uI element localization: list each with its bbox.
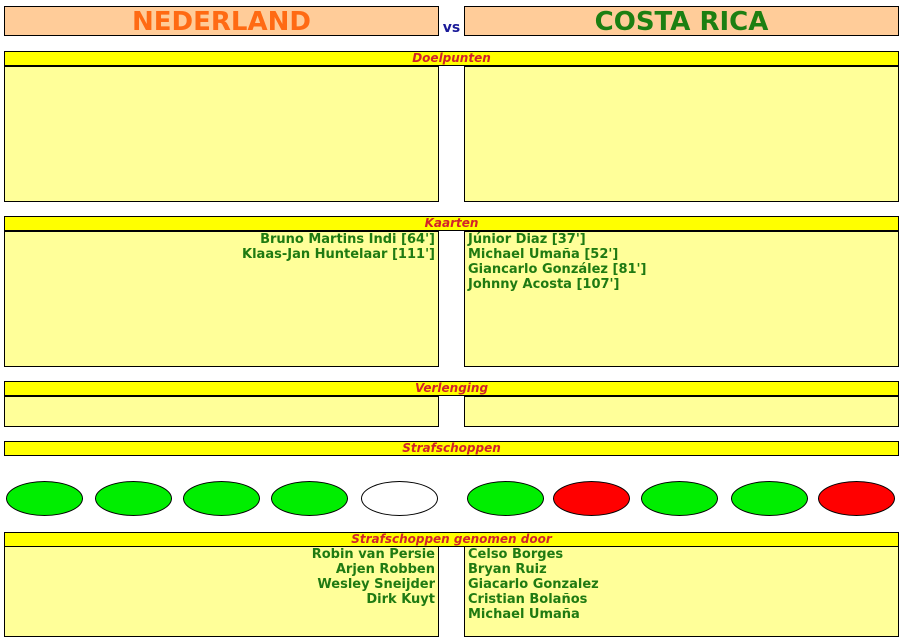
home-team-name: NEDERLAND: [4, 6, 439, 37]
away-penalty-4: [731, 481, 808, 516]
home-penalty-3: [183, 481, 260, 516]
home-penalty-taker: Wesley Sneijder: [317, 577, 435, 592]
penalties-header: Strafschoppen: [4, 441, 899, 456]
away-card-item: Giancarlo González [81']: [468, 262, 647, 277]
extra-time-header: Verlenging: [4, 381, 899, 396]
away-penalty-2: [553, 481, 630, 516]
away-penalty-1: [467, 481, 544, 516]
home-penalty-takers-box: Robin van Persie Arjen Robben Wesley Sne…: [4, 546, 439, 637]
home-card-item: Klaas-Jan Huntelaar [111']: [242, 247, 435, 262]
home-card-item: Bruno Martins Indi [64']: [260, 232, 435, 247]
home-penalty-1: [6, 481, 83, 516]
home-penalty-5: [361, 481, 438, 516]
away-penalty-3: [641, 481, 718, 516]
away-penalty-taker: Cristian Bolaños: [468, 592, 588, 607]
home-goals-box: [4, 66, 439, 202]
away-team-name: COSTA RICA: [464, 6, 899, 37]
away-extra-time-box: [464, 396, 899, 427]
home-cards-box: Bruno Martins Indi [64'] Klaas-Jan Hunte…: [4, 231, 439, 367]
away-card-item: Michael Umaña [52']: [468, 247, 619, 262]
home-penalty-taker: Robin van Persie: [311, 547, 435, 562]
away-penalty-5: [818, 481, 895, 516]
home-penalty-taker: Dirk Kuyt: [366, 592, 435, 607]
away-card-item: Johnny Acosta [107']: [468, 277, 620, 292]
away-penalty-taker: Michael Umaña: [468, 607, 580, 622]
home-penalty-2: [95, 481, 172, 516]
away-goals-box: [464, 66, 899, 202]
away-card-item: Júnior Diaz [37']: [468, 232, 586, 247]
away-cards-box: Júnior Diaz [37'] Michael Umaña [52'] Gi…: [464, 231, 899, 367]
away-penalty-taker: Celso Borges: [468, 547, 564, 562]
away-penalty-taker: Bryan Ruiz: [468, 562, 547, 577]
goals-header: Doelpunten: [4, 51, 899, 66]
home-extra-time-box: [4, 396, 439, 427]
versus-label: vs: [442, 20, 461, 36]
cards-header: Kaarten: [4, 216, 899, 231]
home-penalty-4: [271, 481, 348, 516]
home-penalty-taker: Arjen Robben: [335, 562, 435, 577]
penalty-takers-header: Strafschoppen genomen door: [4, 532, 899, 547]
away-penalty-takers-box: Celso Borges Bryan Ruiz Giacarlo Gonzale…: [464, 546, 899, 637]
away-penalty-taker: Giacarlo Gonzalez: [468, 577, 599, 592]
